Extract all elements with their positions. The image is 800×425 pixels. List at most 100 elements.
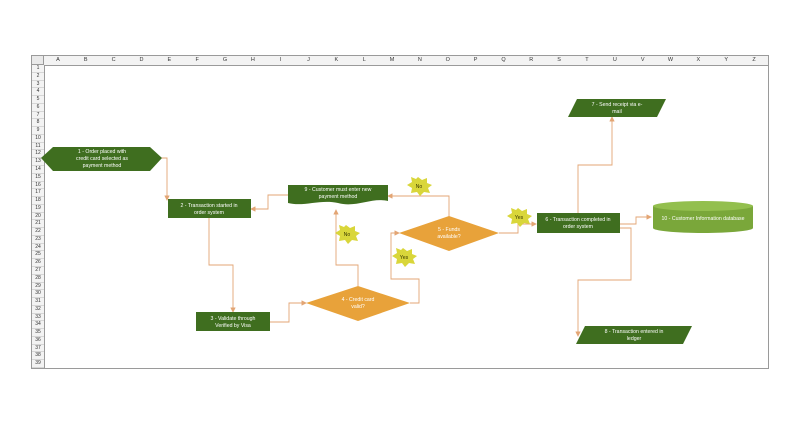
column-header-w[interactable]: W xyxy=(667,57,674,63)
node-3-line-2: Verified by Visa xyxy=(215,323,251,329)
column-header-h[interactable]: H xyxy=(250,57,255,63)
row-header-2[interactable]: 2 xyxy=(32,73,44,81)
row-header-6[interactable]: 6 xyxy=(32,104,44,112)
row-header-19[interactable]: 19 xyxy=(32,205,44,213)
row-header-22[interactable]: 22 xyxy=(32,228,44,236)
row-header-31[interactable]: 31 xyxy=(32,298,44,306)
row-header-27[interactable]: 27 xyxy=(32,267,44,275)
column-header-d[interactable]: D xyxy=(139,57,144,63)
node-2-transaction-started[interactable]: 2 - Transaction started in order system xyxy=(168,199,251,218)
node-9-customer-new-payment[interactable]: 9 - Customer must enter new payment meth… xyxy=(288,185,388,205)
node-4-credit-card-valid[interactable]: 4 - Credit card valid? xyxy=(306,286,410,321)
column-header-s[interactable]: S xyxy=(557,57,561,63)
node-6-line-2: order system xyxy=(563,224,593,230)
connector-9-to-2 xyxy=(250,194,288,212)
row-header-11[interactable]: 11 xyxy=(32,143,44,151)
node-7-send-receipt[interactable]: 7 - Send receipt via e- mail xyxy=(568,99,666,117)
row-header-5[interactable]: 5 xyxy=(32,96,44,104)
node-10-line-1: 10 - Customer Information database xyxy=(661,216,744,222)
node-4-line-2: valid? xyxy=(351,304,365,310)
row-header-4[interactable]: 4 xyxy=(32,88,44,97)
row-header-20[interactable]: 20 xyxy=(32,213,44,221)
row-header-24[interactable]: 24 xyxy=(32,244,44,252)
column-header-k[interactable]: K xyxy=(334,57,339,63)
node-8-line-2: ledger xyxy=(627,336,642,342)
row-header-14[interactable]: 14 xyxy=(32,166,44,174)
connector-5-to-9 xyxy=(387,193,450,219)
connectors xyxy=(158,116,652,337)
column-header-z[interactable]: Z xyxy=(752,57,756,63)
node-1-order-placed[interactable]: 1 - Order placed with credit card select… xyxy=(41,147,162,171)
node-6-transaction-completed[interactable]: 6 - Transaction completed in order syste… xyxy=(537,213,620,233)
row-header-16[interactable]: 16 xyxy=(32,182,44,190)
row-header-33[interactable]: 33 xyxy=(32,314,44,322)
row-header-34[interactable]: 34 xyxy=(32,321,44,330)
column-header-e[interactable]: E xyxy=(167,57,172,63)
column-header-t[interactable]: T xyxy=(585,57,589,63)
row-header-30[interactable]: 30 xyxy=(32,290,44,299)
node-6-line-1: 6 - Transaction completed in xyxy=(545,217,610,223)
row-header-8[interactable]: 8 xyxy=(32,119,44,128)
column-header-o[interactable]: O xyxy=(445,57,450,63)
row-header-17[interactable]: 17 xyxy=(32,189,44,198)
column-header-y[interactable]: Y xyxy=(724,57,729,63)
row-header-12[interactable]: 12 xyxy=(32,150,44,159)
row-header-13[interactable]: 13 xyxy=(32,158,44,166)
node-3-line-1: 3 - Validate through xyxy=(211,316,256,322)
row-header-21[interactable]: 21 xyxy=(32,220,44,229)
column-header-b[interactable]: B xyxy=(83,57,88,63)
column-header-c[interactable]: C xyxy=(111,57,116,63)
node-10-customer-database[interactable]: 10 - Customer Information database xyxy=(653,201,753,233)
row-header-28[interactable]: 28 xyxy=(32,275,44,283)
column-header-u[interactable]: U xyxy=(612,57,617,63)
connector-5-to-6 xyxy=(499,221,537,234)
column-header-m[interactable]: M xyxy=(389,57,395,63)
row-header-18[interactable]: 18 xyxy=(32,197,44,205)
row-header-7[interactable]: 7 xyxy=(32,112,44,120)
column-header-p[interactable]: P xyxy=(473,57,478,63)
column-header-i[interactable]: I xyxy=(279,57,282,63)
row-header-38[interactable]: 38 xyxy=(32,352,44,361)
svg-text:No: No xyxy=(416,184,423,190)
select-all-corner[interactable] xyxy=(32,56,44,65)
row-header-39[interactable]: 39 xyxy=(32,360,44,368)
column-header-l[interactable]: L xyxy=(362,57,366,63)
node-5-line-1: 5 - Funds xyxy=(438,227,460,233)
column-header-n[interactable]: N xyxy=(417,57,422,63)
label-no-top: No xyxy=(407,177,432,196)
node-3-validate-visa[interactable]: 3 - Validate through Verified by Visa xyxy=(196,312,270,331)
row-header-3[interactable]: 3 xyxy=(32,81,44,89)
node-5-line-2: available? xyxy=(437,234,460,240)
row-header-9[interactable]: 9 xyxy=(32,127,44,135)
node-2-line-1: 2 - Transaction started in xyxy=(180,203,237,209)
row-header-32[interactable]: 32 xyxy=(32,306,44,314)
column-header-g[interactable]: G xyxy=(222,57,228,63)
row-header-36[interactable]: 36 xyxy=(32,337,44,345)
column-header-f[interactable]: F xyxy=(195,57,199,63)
column-header-row: A B C D E F G H I J K L M N O P Q R S T U V W X Y Z xyxy=(32,56,768,66)
column-header-a[interactable]: A xyxy=(56,57,60,63)
row-header-37[interactable]: 37 xyxy=(32,345,44,353)
row-header-29[interactable]: 29 xyxy=(32,283,44,291)
node-8-ledger-entry[interactable]: 8 - Transaction entered in ledger xyxy=(576,326,692,344)
row-header-1[interactable]: 1 xyxy=(32,65,44,73)
column-header-x[interactable]: X xyxy=(696,57,701,63)
column-header-v[interactable]: V xyxy=(640,57,645,63)
connector-2-to-3 xyxy=(208,218,236,313)
connector-3-to-4 xyxy=(270,300,307,323)
row-header-10[interactable]: 10 xyxy=(32,135,44,143)
column-header-r[interactable]: R xyxy=(529,57,534,63)
column-header-j[interactable]: J xyxy=(307,57,310,63)
node-9-line-1: 9 - Customer must enter new xyxy=(305,187,372,193)
row-header-25[interactable]: 25 xyxy=(32,251,44,260)
row-header-15[interactable]: 15 xyxy=(32,174,44,182)
row-header-26[interactable]: 26 xyxy=(32,259,44,267)
row-header-35[interactable]: 35 xyxy=(32,329,44,337)
label-yes-left: Yes xyxy=(392,248,417,267)
column-header-q[interactable]: Q xyxy=(501,57,506,63)
row-header-23[interactable]: 23 xyxy=(32,236,44,244)
label-no-left: No xyxy=(335,225,360,244)
node-1-line-1: 1 - Order placed with xyxy=(78,149,126,155)
node-5-funds-available[interactable]: 5 - Funds available? xyxy=(399,216,499,251)
